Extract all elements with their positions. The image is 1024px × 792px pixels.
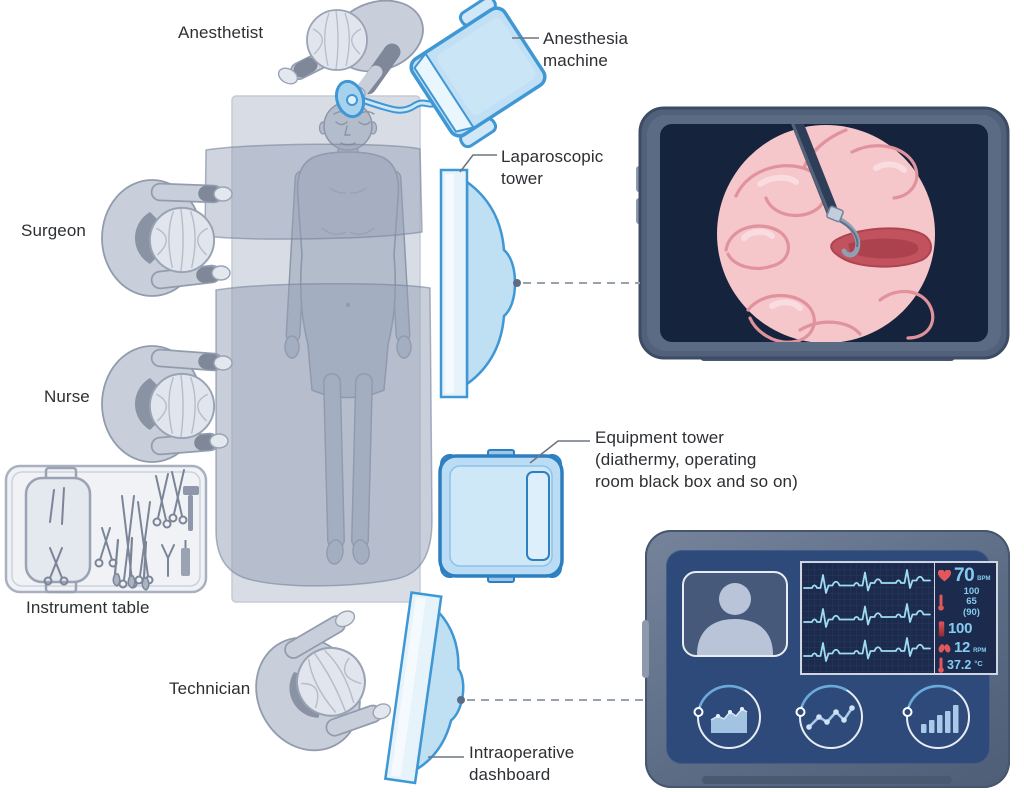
temperature-row: 37.2 °C xyxy=(938,657,996,673)
heart-rate-row: 70 BPM xyxy=(938,565,996,586)
lungs-icon xyxy=(938,643,951,652)
equipment-tower-label: Equipment tower (diathermy, operating ro… xyxy=(595,428,798,491)
dashboard-side-tab xyxy=(642,620,649,678)
heart-rate-value: 70 xyxy=(954,564,975,586)
nurse-figure xyxy=(101,345,233,463)
anesthetist-label: Anesthetist xyxy=(178,23,264,42)
respiratory-rate-unit: RPM xyxy=(973,647,987,654)
pressure-icon xyxy=(938,594,944,611)
temperature-value: 37.2 xyxy=(947,658,972,672)
patient-avatar xyxy=(682,571,788,657)
bar-chart-icon xyxy=(902,684,970,749)
area-chart-icon xyxy=(693,684,761,749)
laparoscopic-monitor xyxy=(636,106,1010,361)
temperature-unit: °C xyxy=(974,659,983,668)
bp-diastolic: 65 xyxy=(966,596,977,608)
anesthetist-figure xyxy=(277,0,424,102)
surgeon-figure xyxy=(101,179,233,297)
intraoperative-dashboard-screen: 70 BPM 100 65 (90) xyxy=(642,530,1010,788)
heart-icon xyxy=(938,569,951,581)
line-chart-icon xyxy=(795,684,863,749)
bp-mean: (90) xyxy=(963,606,980,618)
oxygen-saturation-row: 100 xyxy=(938,619,996,638)
anesthesia-machine-label: Anesthesia machine xyxy=(543,29,629,70)
intraoperative-dashboard-side xyxy=(383,591,465,785)
heart-rate-unit: BPM xyxy=(977,575,991,582)
laparoscopic-tower-label: Laparoscopic tower xyxy=(501,147,604,188)
respiratory-rate-row: 12 RPM xyxy=(938,638,996,657)
surgical-instruments xyxy=(43,469,188,591)
anesthesia-machine xyxy=(409,0,547,149)
surgical-grasper xyxy=(786,124,861,258)
technician-label: Technician xyxy=(169,679,251,698)
breathing-mask xyxy=(334,79,366,119)
dashed-connectors xyxy=(457,279,645,704)
vitals-column: 70 BPM 100 65 (90) xyxy=(934,563,996,673)
surgeon-label: Surgeon xyxy=(21,221,86,240)
nurse-label: Nurse xyxy=(44,387,90,406)
intraoperative-dashboard-label: Intraoperative dashboard xyxy=(469,743,575,784)
blood-pressure-values: 100 65 (90) xyxy=(947,585,996,618)
dashboard-panel: 70 BPM 100 65 (90) xyxy=(666,550,998,764)
person-silhouette-icon xyxy=(697,583,773,655)
lower-drape xyxy=(215,282,433,587)
saturation-bar-icon xyxy=(938,621,945,636)
instrument-table-label: Instrument table xyxy=(26,598,150,617)
technician-figure xyxy=(235,610,392,770)
thermometer-icon xyxy=(938,657,944,673)
instrument-tray xyxy=(24,476,92,584)
endoscopic-view xyxy=(717,124,935,342)
bp-systolic: 100 xyxy=(963,585,980,597)
laparoscopic-tower xyxy=(439,168,517,399)
respiratory-rate-value: 12 xyxy=(954,639,971,656)
breathing-tube xyxy=(358,96,440,114)
leader-lines xyxy=(428,37,590,758)
upper-drape xyxy=(204,143,423,240)
oxygen-saturation-value: 100 xyxy=(948,620,973,637)
blood-pressure-row: 100 65 (90) xyxy=(938,586,996,619)
equipment-tower xyxy=(438,449,564,583)
ecg-traces xyxy=(802,563,934,673)
vitals-monitor: 70 BPM 100 65 (90) xyxy=(800,561,998,675)
dashboard-bottom-bar xyxy=(702,776,952,784)
instrument-table xyxy=(4,464,208,594)
